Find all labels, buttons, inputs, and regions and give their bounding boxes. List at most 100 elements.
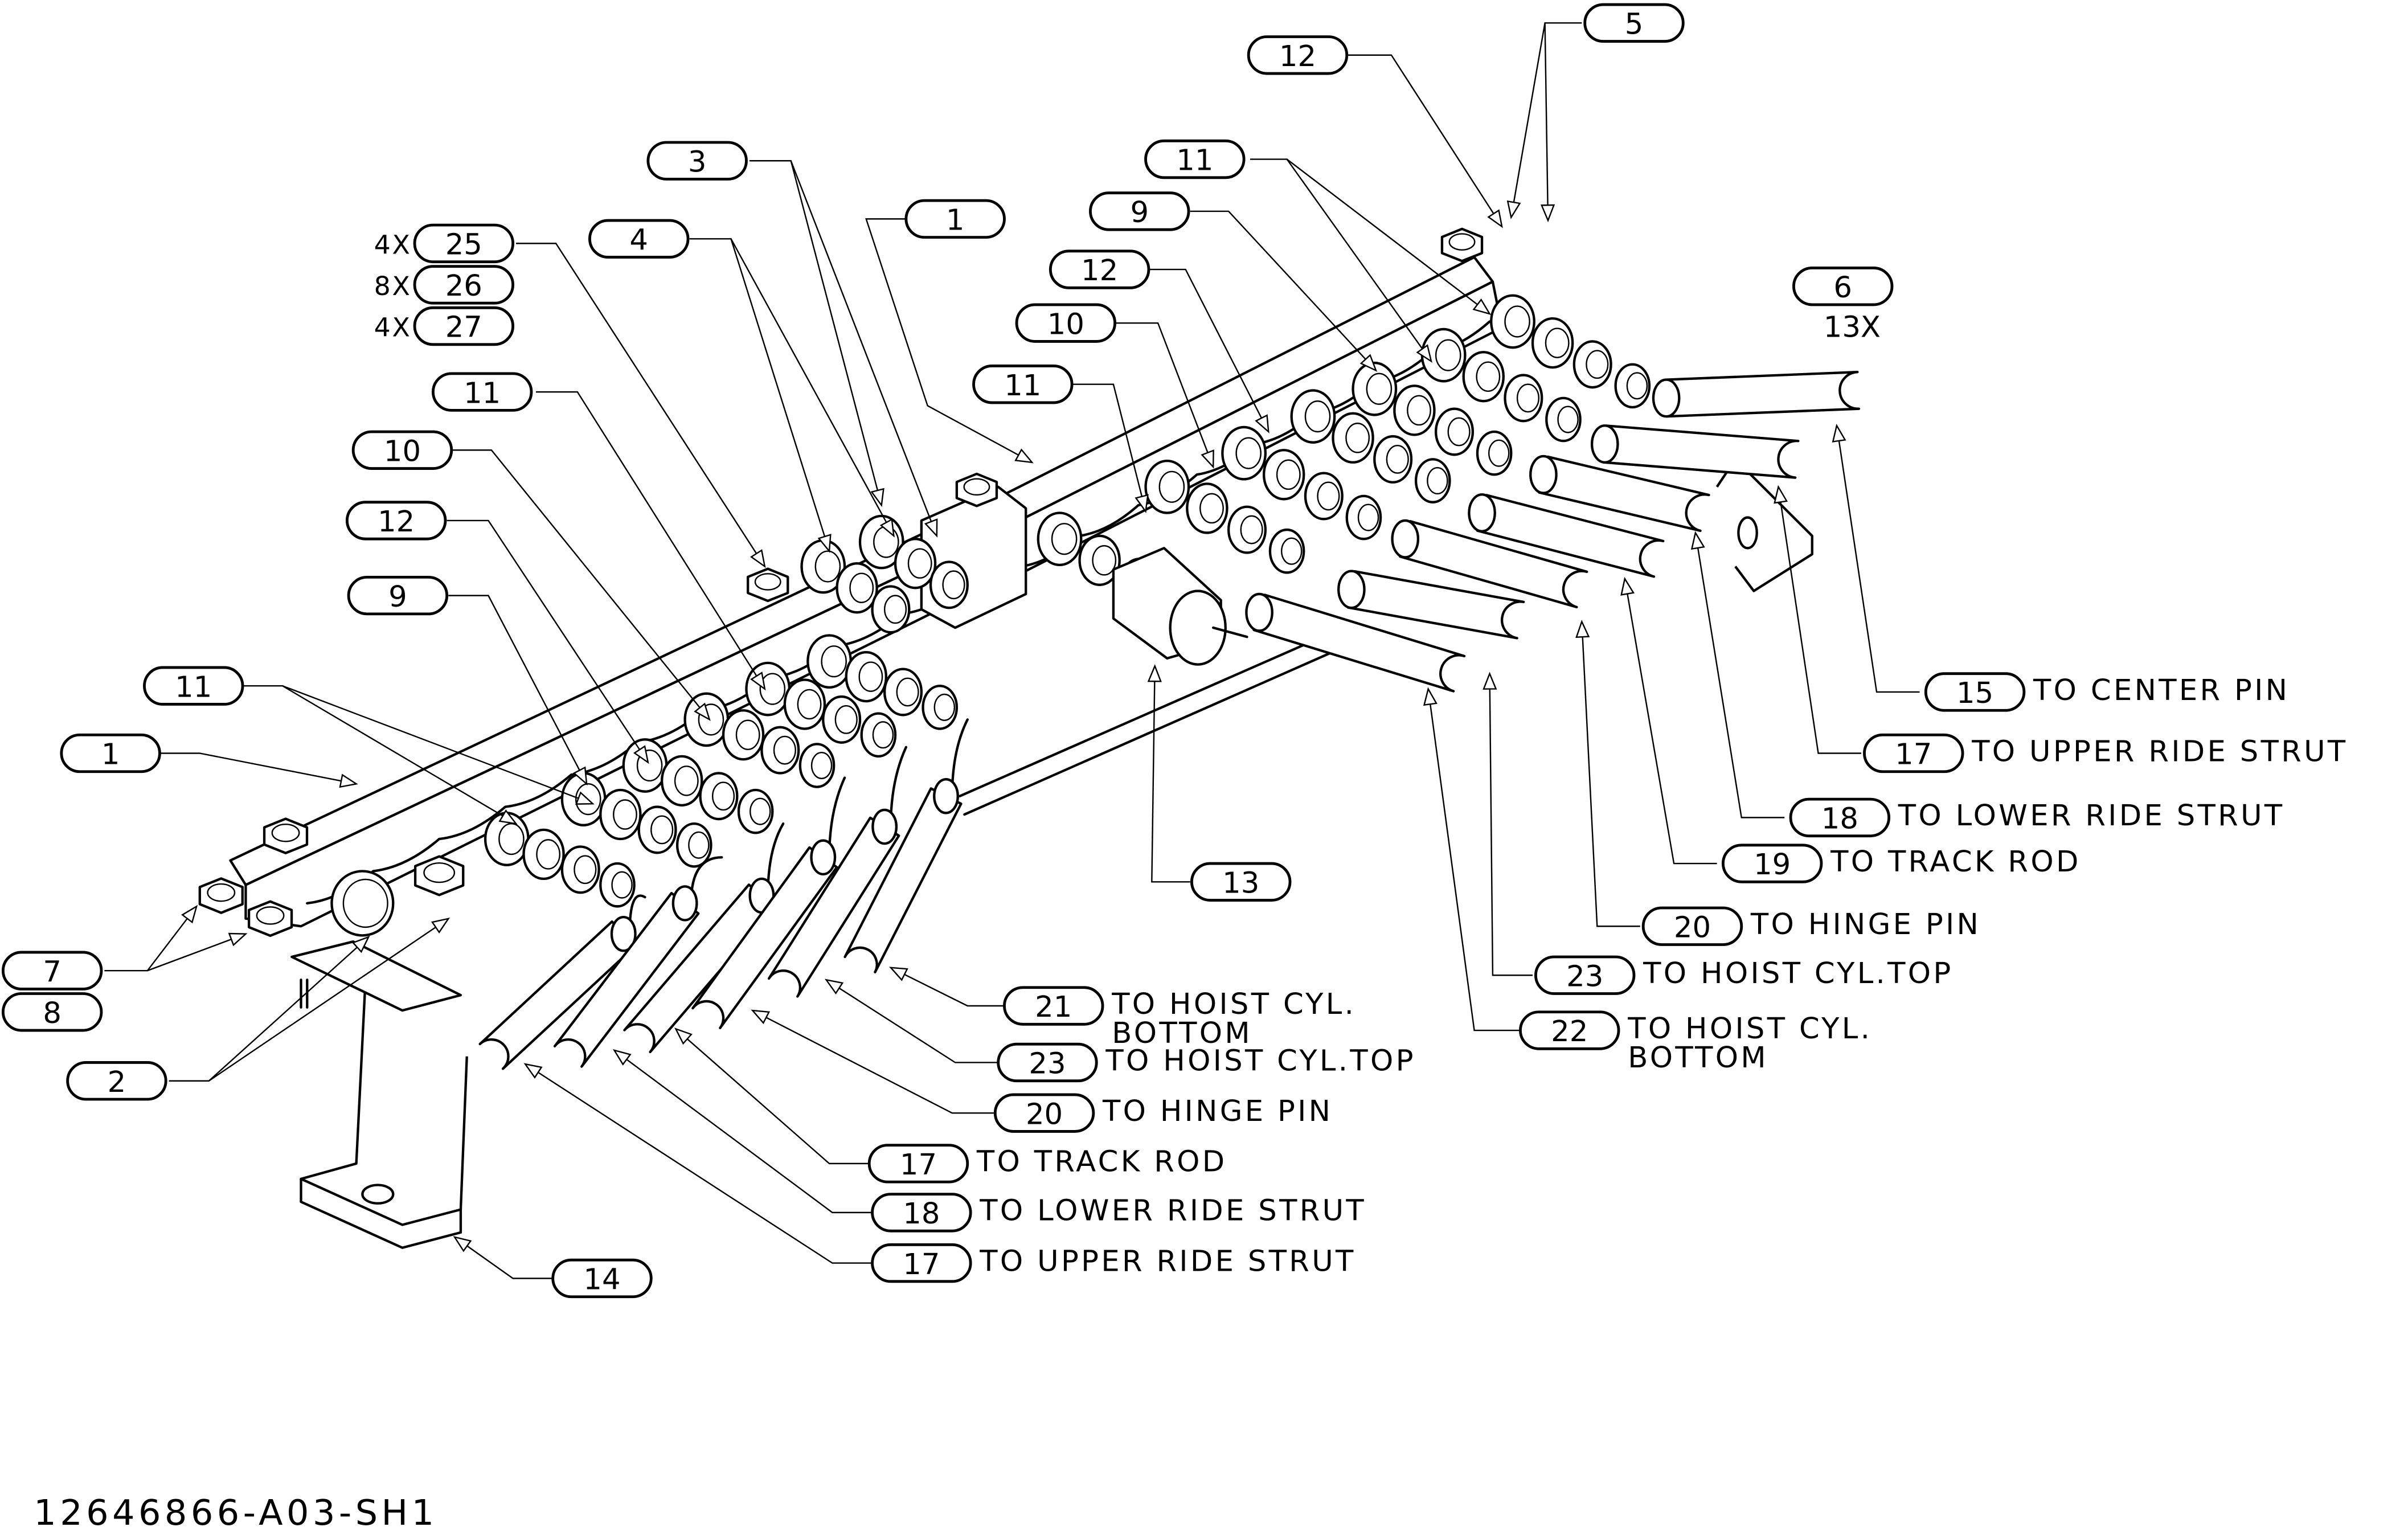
callout-bubble: [413, 223, 515, 264]
arrowhead-c-18-l-1: [612, 1049, 632, 1066]
upper-fitting-3-ring-2: [1263, 449, 1305, 501]
bracket-hole: [361, 1184, 395, 1205]
upper-fitting-7-bore-1: [1504, 305, 1530, 338]
leader-c-1-top-1: [865, 218, 1033, 463]
lower-fitting-1-ring-2: [522, 828, 565, 881]
callout-number: 2: [108, 1066, 126, 1099]
mounting-bracket-right: [1715, 458, 1813, 592]
arrowhead-c-11-mid-1: [1135, 494, 1149, 513]
lower-fitting-2-bore-4: [688, 831, 710, 859]
lower-bracket-bolt: [300, 979, 309, 1009]
callout-destination-label: TO CENTER PIN: [2033, 674, 2290, 707]
callout-11-low: 11: [143, 666, 244, 706]
upper-fitting-4-ring-4: [1414, 458, 1451, 503]
callout-bubble: [646, 141, 748, 181]
lower-fitting-6-ring-4: [922, 685, 959, 730]
callout-number: 9: [1130, 196, 1149, 230]
callout-number: 9: [388, 580, 407, 614]
lower-fitting-2-bore-2: [613, 799, 637, 830]
bolt-head-right-face: [1448, 233, 1476, 251]
upper-fitting-5-ring-2: [1393, 384, 1436, 436]
leader-c-4-2: [730, 238, 895, 537]
union-fitting-b-bore-2: [907, 548, 932, 579]
upper-fitting-1-bore-2: [1092, 545, 1117, 576]
callout-number: 8: [43, 997, 62, 1030]
callout-number: 14: [583, 1263, 620, 1297]
callout-number: 21: [1035, 990, 1072, 1024]
lower-fitting-4-bore-2: [735, 719, 760, 750]
upper-fitting-2-ring-1: [1144, 459, 1190, 514]
callout-destination-label: TO UPPER RIDE STRUT: [979, 1245, 1355, 1278]
upper-fitting-5-bore-2: [1407, 395, 1431, 426]
lower-bracket-plate: [290, 940, 462, 1012]
upper-hose-1-end: [1245, 592, 1273, 632]
callout-12-top: 12: [1247, 35, 1349, 75]
arrowhead-c-4-1: [817, 534, 832, 553]
lower-hose-5: [767, 816, 900, 998]
callout-destination-label: TO TRACK ROD: [976, 1145, 1227, 1179]
callout-bubble: [1089, 191, 1190, 231]
callout-number: 11: [1176, 144, 1213, 178]
sensor-body: [1169, 590, 1227, 666]
arrowhead-c-5-2: [1540, 204, 1555, 223]
callout-12-left: 12: [345, 501, 447, 541]
lower-fitting-1-bore-4: [611, 871, 633, 899]
callout-8: 8: [1, 992, 103, 1032]
callout-bubble: [1190, 862, 1292, 902]
callout-bubble: [413, 265, 515, 305]
callout-number: 1: [101, 738, 120, 772]
upper-fitting-6-ring-3: [1504, 374, 1543, 423]
upper-fitting-7-ring-1: [1490, 294, 1535, 349]
arrowhead-c-7-2: [228, 932, 248, 947]
upper-fitting-7-ring-2: [1531, 317, 1574, 369]
lower-fitting-2-ring-2: [599, 788, 642, 841]
union-fitting-a-bore-2: [849, 572, 874, 603]
lower-fitting-5-bore-4: [872, 721, 894, 749]
callout-destination-label: TO UPPER RIDE STRUT: [1971, 735, 2348, 768]
upper-fitting-2-bore-3: [1240, 515, 1263, 545]
leader-c-12-mid-1: [1144, 268, 1269, 432]
lower-fitting-1-ring-3: [560, 845, 600, 894]
plug-hex-3-face: [423, 862, 456, 883]
leader-c-17-b-1: [525, 1063, 873, 1264]
upper-fitting-2-bore-4: [1280, 537, 1303, 565]
arrowhead-c-2-2: [431, 917, 451, 934]
leader-c-25-1: [516, 243, 765, 567]
callout-11-left: 11: [431, 372, 533, 412]
bolt-head-mid-face: [754, 573, 781, 591]
leader-c-3-1: [749, 160, 882, 506]
upper-hose-2: [1346, 570, 1525, 640]
callout-bubble: [997, 1042, 1098, 1083]
lower-hose-6: [843, 787, 963, 974]
quantity-label: 8X: [374, 271, 412, 301]
lower-fitting-3-ring-2: [661, 755, 703, 807]
upper-fitting-7-bore-2: [1545, 328, 1570, 358]
callout-bubble: [588, 219, 690, 259]
lower-fitting-4-ring-2: [722, 709, 765, 761]
lower-fitting-4-bore-1: [698, 703, 724, 736]
upper-fitting-3-bore-4: [1357, 503, 1379, 531]
upper-hose-4-end: [1468, 493, 1496, 533]
lower-fitting-4-ring-3: [760, 726, 800, 775]
callout-destination-label: TO HINGE PIN: [1750, 908, 1981, 941]
lower-fitting-5-ring-3: [822, 695, 862, 744]
callout-bubble: [1534, 955, 1636, 995]
arrowhead-c-17-l-1: [674, 1028, 693, 1045]
leader-c-17-l-1: [675, 1028, 870, 1165]
lower-fitting-6-bore-1: [821, 645, 847, 678]
lower-hose-5-end: [871, 808, 898, 845]
mounting-bracket-left: [300, 980, 468, 1226]
leader-c-3-2: [790, 160, 937, 537]
callout-bubble: [1519, 1010, 1620, 1050]
quantity-label: 4X: [374, 230, 412, 260]
callout-destination-label-line2: BOTTOM: [1628, 1041, 1768, 1075]
arrowhead-c-10-left-1: [694, 702, 711, 721]
arrowhead-c-23-l-1: [824, 979, 844, 995]
